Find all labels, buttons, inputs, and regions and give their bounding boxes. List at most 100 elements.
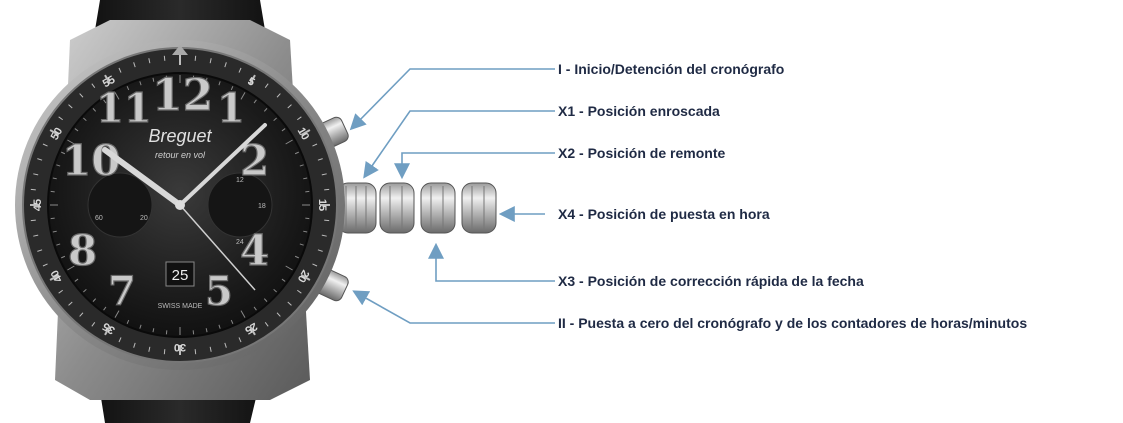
crown-x2[interactable] <box>379 182 415 234</box>
dial-tick <box>230 319 234 324</box>
callout-X3: X3 - Posición de corrección rápida de la… <box>558 273 864 289</box>
dial-tick <box>52 177 57 180</box>
bezel-tick <box>300 274 311 281</box>
crown-x3[interactable] <box>420 182 456 234</box>
bezel-tick <box>321 234 327 237</box>
dial-tick <box>294 255 299 259</box>
bezel-tick <box>249 74 256 85</box>
bezel-tick <box>264 83 269 88</box>
subdial-left-label-20: 20 <box>140 215 148 222</box>
bezel-tick <box>148 346 151 352</box>
subdial-left-label-60: 60 <box>95 215 103 222</box>
dial-tick <box>67 265 75 271</box>
dial-tick <box>273 117 277 122</box>
dial-tick <box>273 288 277 293</box>
bezel-tick <box>194 349 197 355</box>
bezel-tick <box>238 67 242 73</box>
date-window <box>165 261 195 287</box>
bezel-tick <box>163 55 166 61</box>
dial-tick <box>56 164 61 167</box>
leader-II <box>352 290 555 324</box>
subdial-left <box>87 172 153 238</box>
dial-tick <box>74 278 79 282</box>
bezel-tick <box>30 188 36 191</box>
dial-tick <box>92 298 97 302</box>
dial-tick <box>103 99 107 104</box>
bezel-tick <box>30 219 36 222</box>
numeral-7: 7 <box>108 268 136 315</box>
dial-tick <box>67 139 75 145</box>
dial-tick <box>139 324 142 329</box>
bezel-tick <box>297 289 302 294</box>
dial-tick <box>52 230 57 233</box>
dial-tick <box>61 255 66 259</box>
bezel-tick <box>321 173 327 176</box>
bezel-tick <box>42 143 48 147</box>
bezel-tick <box>91 322 96 327</box>
bezel-tick <box>264 322 269 327</box>
bezel-tick <box>297 116 302 121</box>
bezel-tick <box>324 188 330 191</box>
numeral-5: 5 <box>205 268 233 315</box>
dial-tick <box>299 243 304 246</box>
bezel-tick <box>49 129 60 136</box>
dial-tick <box>218 324 221 329</box>
dial-tick <box>152 328 155 333</box>
bezel-tick <box>312 263 318 267</box>
callout-X2: X2 - Posición de remonte <box>558 145 725 161</box>
bezel-tick <box>33 173 39 176</box>
bezel-number: 45 <box>32 199 44 211</box>
bezel-number: 15 <box>316 199 328 211</box>
callout-X1: X1 - Posición enroscada <box>558 103 720 119</box>
dial-tick <box>299 164 304 167</box>
dial-tick <box>205 77 208 82</box>
subdial-right <box>207 172 273 238</box>
bezel-number: 5 <box>245 75 256 88</box>
dial-tick <box>285 265 293 271</box>
leader-X2 <box>394 152 555 180</box>
dial-tick <box>240 92 246 100</box>
bezel-ticks <box>30 55 330 355</box>
dial-tick <box>285 139 293 145</box>
bezel-number: 30 <box>174 341 186 353</box>
date-value: 25 <box>172 267 189 284</box>
bezel-tick <box>33 234 39 237</box>
subdial-right-label-12: 12 <box>236 177 244 184</box>
bezel-number: 20 <box>295 268 312 285</box>
bezel-tick <box>133 62 136 68</box>
bezel-tick <box>58 289 63 294</box>
dial-tick <box>74 128 79 132</box>
dial-tick <box>303 177 308 180</box>
dial-tick <box>152 77 155 82</box>
bezel-number: 50 <box>49 126 66 143</box>
dial-tick <box>253 99 257 104</box>
bezel-tick <box>42 263 48 267</box>
bezel-tick <box>118 67 122 73</box>
numeral-11: 11 <box>96 85 152 132</box>
bezel-tick <box>249 325 256 336</box>
bezel-tick <box>133 342 136 348</box>
bezel-number: 25 <box>243 320 260 337</box>
numeral-10: 10 <box>62 136 120 185</box>
bezel-tick <box>324 219 330 222</box>
crown-x4[interactable] <box>461 182 497 234</box>
bezel-tick <box>68 301 73 306</box>
bezel-tick <box>91 83 96 88</box>
dial-tick <box>56 243 61 246</box>
dial-tick <box>114 310 120 318</box>
bezel-tick <box>79 93 84 98</box>
subdial-right-label-24: 24 <box>236 239 244 246</box>
dial-tick <box>83 288 87 293</box>
bezel-tick <box>37 158 43 161</box>
bezel-tick <box>276 312 281 317</box>
dial-tick <box>218 81 221 86</box>
bezel-number: 55 <box>101 74 118 91</box>
bezel-tick <box>287 301 292 306</box>
bezel-tick <box>79 312 84 317</box>
dial-tick <box>114 92 120 100</box>
bezel-tick <box>58 116 63 121</box>
dial-tick <box>230 86 234 91</box>
dial-tick <box>205 328 208 333</box>
dial-tick <box>92 108 97 112</box>
